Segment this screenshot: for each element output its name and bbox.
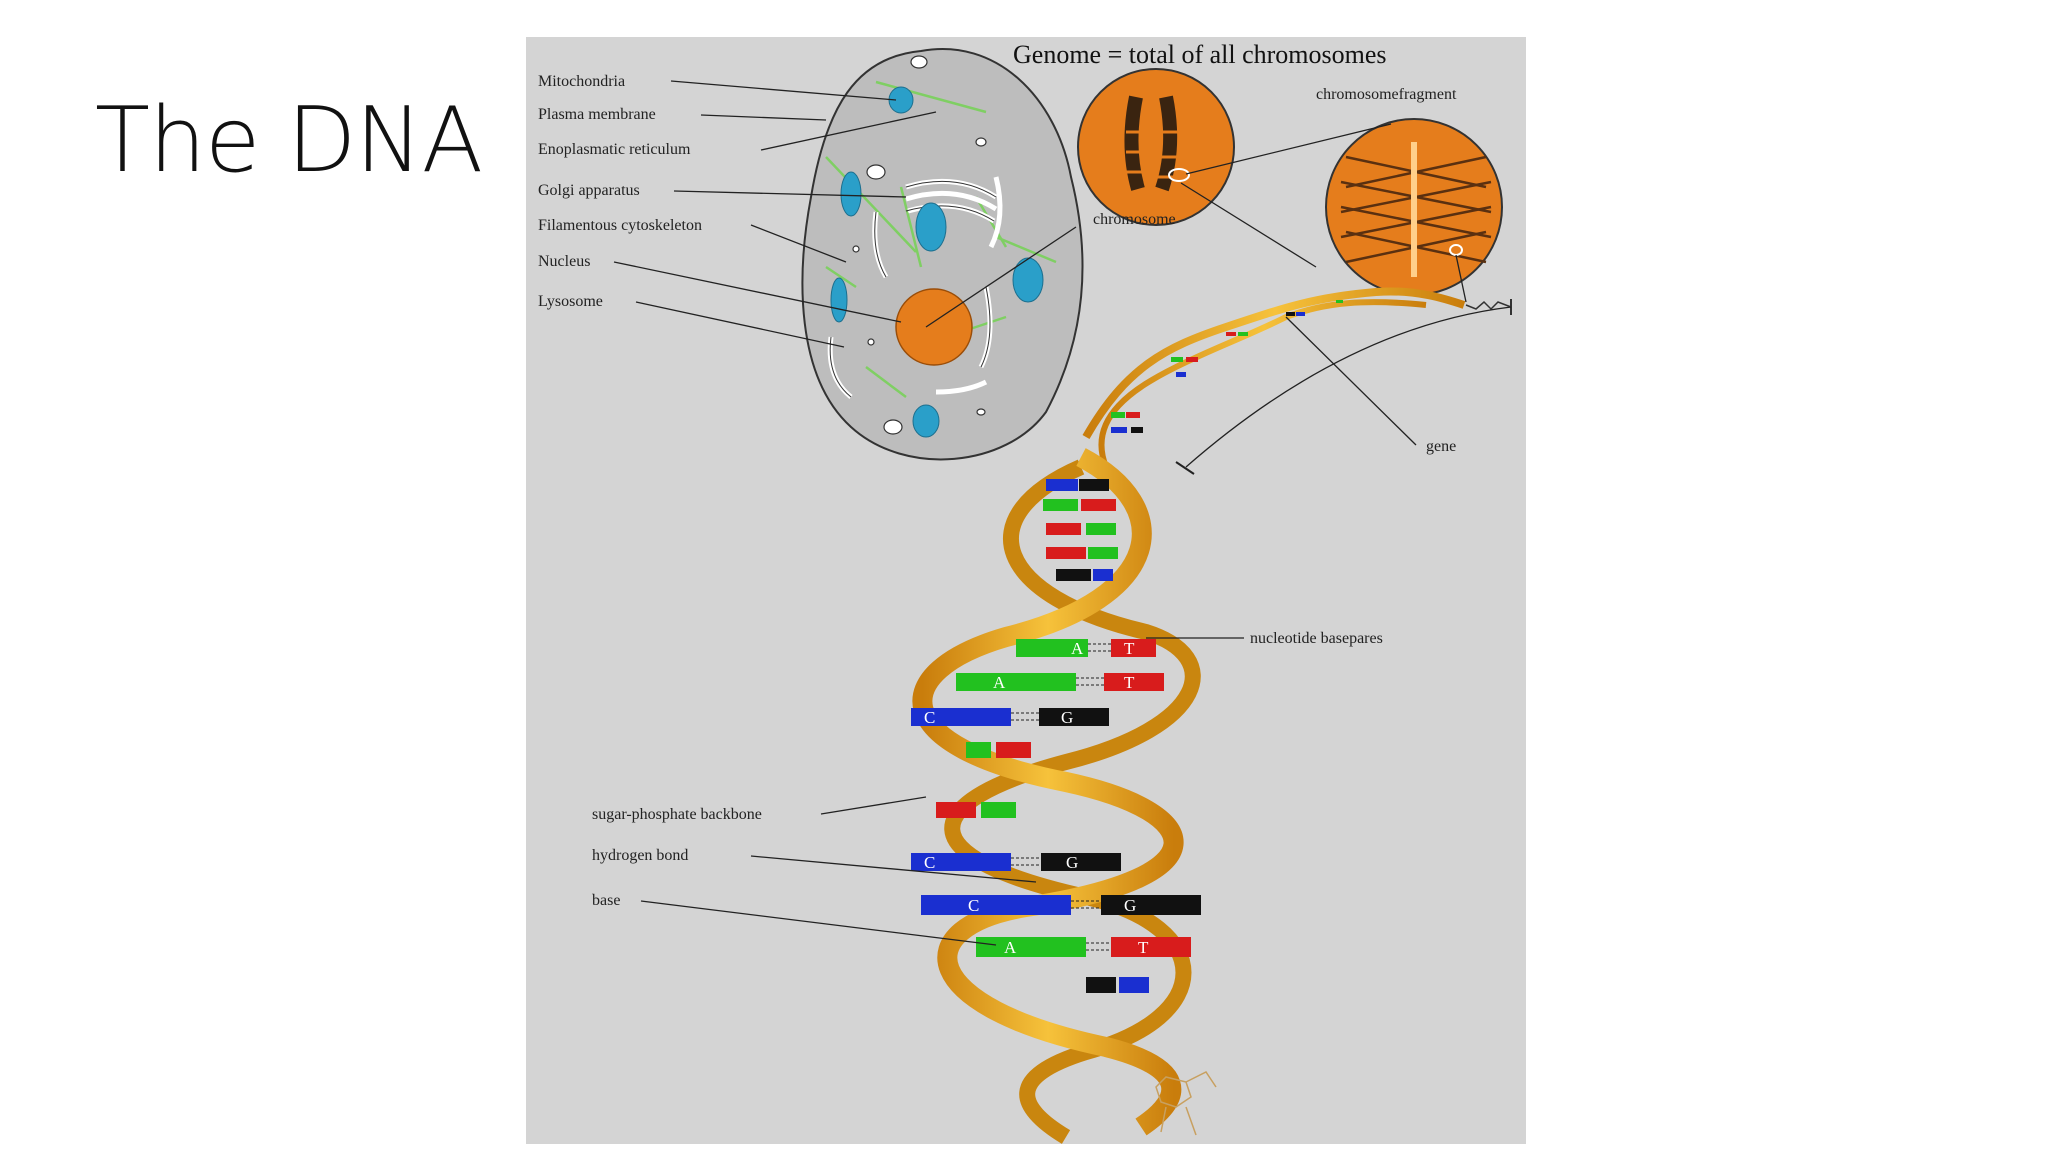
base-pair-list: A T A T C G C G bbox=[911, 639, 1201, 993]
base-letter-left: C bbox=[924, 853, 935, 872]
base-letter-left: A bbox=[1004, 938, 1017, 957]
label-hydrogen-bond: hydrogen bond bbox=[592, 847, 688, 864]
base-letter-right: G bbox=[1061, 708, 1073, 727]
base-letter-left: A bbox=[993, 673, 1006, 692]
upper-helix bbox=[1082, 287, 1512, 469]
mitochondrion bbox=[840, 171, 862, 217]
chromosome-circle: chromosome bbox=[1077, 68, 1235, 228]
base-letter-right: T bbox=[1124, 673, 1135, 692]
cell-labels: Mitochondria Plasma membrane Enoplasmati… bbox=[538, 73, 1077, 348]
label-cytoskeleton: Filamentous cytoskeleton bbox=[538, 217, 702, 234]
base-pair: C G bbox=[911, 708, 1109, 727]
mitochondrion bbox=[1012, 257, 1044, 303]
base-letter-right: G bbox=[1066, 853, 1078, 872]
label-nucleotide-basepairs: nucleotide basepares bbox=[1250, 630, 1383, 647]
cell-leader-lines bbox=[613, 80, 1077, 348]
figure-title: Genome = total of all chromosomes bbox=[1013, 40, 1387, 69]
upper-helix-bases bbox=[1111, 300, 1343, 433]
label-gene: gene bbox=[1426, 438, 1456, 455]
base-letter-right: T bbox=[1138, 938, 1149, 957]
mitochondrion bbox=[912, 404, 940, 438]
plasma-membrane-shape bbox=[801, 48, 1084, 461]
label-base: base bbox=[592, 892, 620, 909]
base-pair: C G bbox=[921, 895, 1201, 915]
nucleus-shape bbox=[895, 288, 973, 366]
gene-bracket: gene bbox=[1175, 306, 1512, 475]
base-letter-left: C bbox=[924, 708, 935, 727]
base-letter-left: A bbox=[1071, 639, 1084, 658]
base-letter-right: T bbox=[1124, 639, 1135, 658]
label-chromosome: chromosome bbox=[1093, 211, 1176, 228]
label-plasma-membrane: Plasma membrane bbox=[538, 106, 656, 123]
label-nucleus: Nucleus bbox=[538, 253, 590, 270]
label-chromosome-fragment: chromosomefragment bbox=[1316, 86, 1457, 103]
dna-diagram: Genome = total of all chromosomes bbox=[538, 40, 1512, 1144]
cell-illustration bbox=[801, 48, 1084, 461]
vesicles bbox=[852, 55, 987, 435]
mitochondrion bbox=[915, 202, 947, 252]
base-letter-left: C bbox=[968, 896, 979, 915]
helix-labels: nucleotide basepares sugar-phosphate bac… bbox=[592, 630, 1383, 946]
zoom-leader-lines bbox=[1180, 123, 1467, 303]
slide-title: The DNA bbox=[95, 88, 483, 193]
molecule-sketch bbox=[1155, 1071, 1217, 1136]
label-er: Enoplasmatic reticulum bbox=[538, 141, 691, 158]
fragment-circle: chromosomefragment bbox=[1316, 86, 1503, 296]
mitochondrion bbox=[830, 277, 848, 323]
base-pair: A T bbox=[956, 673, 1164, 692]
base-pair: C G bbox=[911, 853, 1121, 872]
label-lysosome: Lysosome bbox=[538, 293, 603, 310]
backbone-strand-front bbox=[912, 448, 1184, 1136]
base-letter-right: G bbox=[1124, 896, 1136, 915]
label-golgi: Golgi apparatus bbox=[538, 182, 640, 199]
mitochondria-group bbox=[830, 86, 1044, 438]
upper-base-bars bbox=[1043, 479, 1118, 581]
partial-base-bars bbox=[936, 742, 1149, 993]
dna-figure: Genome = total of all chromosomes bbox=[526, 37, 1526, 1144]
base-pair: A T bbox=[976, 937, 1191, 957]
label-backbone: sugar-phosphate backbone bbox=[592, 806, 762, 823]
chromosome-shape bbox=[1124, 95, 1178, 192]
label-mitochondria: Mitochondria bbox=[538, 73, 625, 90]
base-pair: A T bbox=[1016, 639, 1156, 658]
